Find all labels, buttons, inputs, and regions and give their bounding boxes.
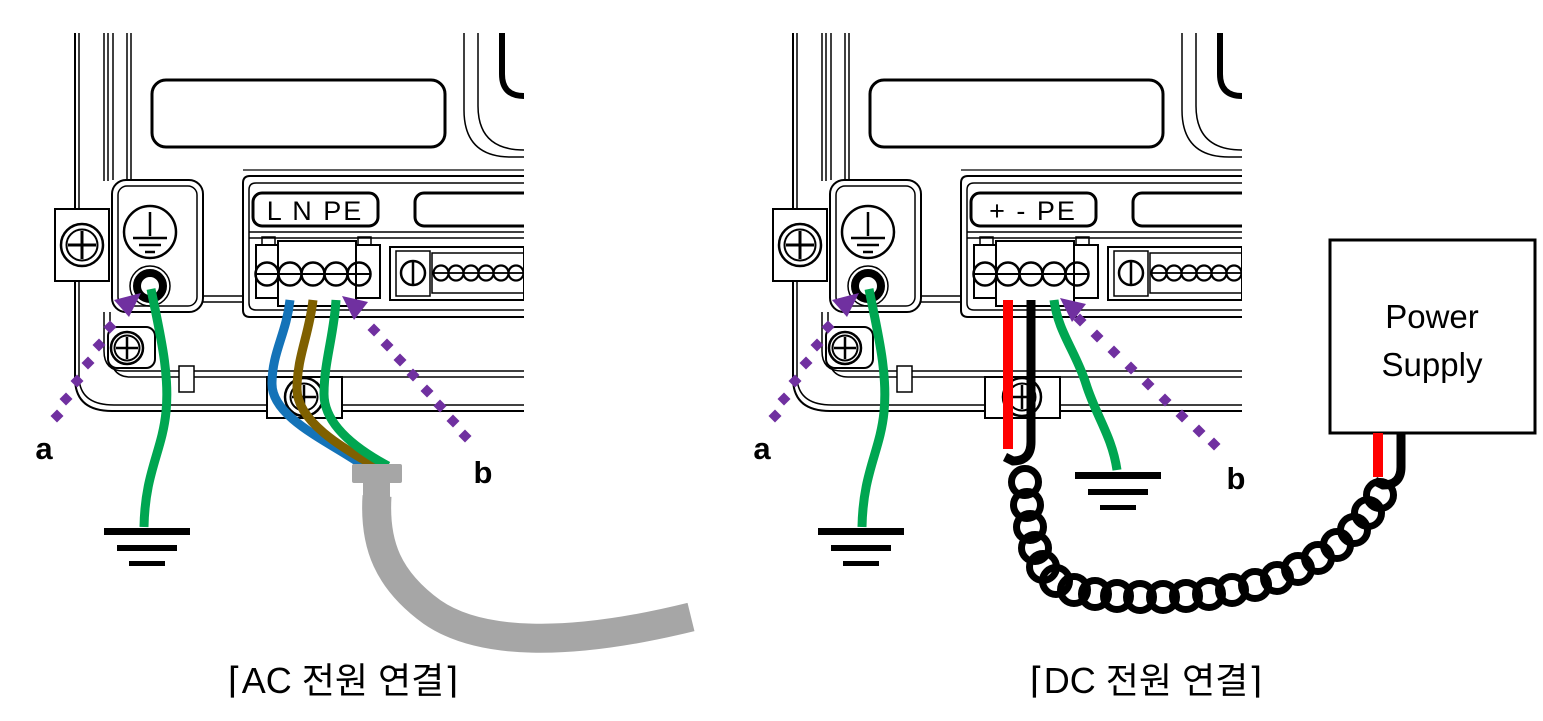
power-supply-box: Power Supply [1328,238,1537,435]
callout-a-label-dc: a [753,431,771,466]
dc-diagram: + - PE Power Supply [753,33,1537,701]
ac-ground-wire [139,288,172,528]
earth-ground-icon [104,528,190,566]
ac-caption: ⌈AC 전원 연결⌉ [228,660,459,701]
power-supply-label-line2: Supply [1382,346,1483,383]
callout-b-label-dc: b [1227,461,1246,496]
dc-terminal-label: + - PE [989,196,1077,226]
earth-ground-icon [1075,472,1161,510]
power-supply-negative-wire [1372,433,1406,490]
callout-b-arrow-dc [1060,298,1221,451]
ac-line-wire [267,299,367,470]
ac-power-cable [352,464,695,653]
power-supply-label-line1: Power [1385,298,1479,335]
dc-negative-wire [1002,300,1036,466]
dc-pe-wire [1049,299,1122,471]
ac-diagram: L N PE a b ⌈AC 전원 연결⌉ [35,33,695,701]
dc-ground-wire [857,288,890,528]
callout-b-arrow-ac [342,296,472,443]
ac-pe-wire [319,299,391,470]
earth-ground-icon [818,528,904,566]
callout-a-label-ac: a [35,431,53,466]
ac-neutral-wire [292,299,378,470]
callout-a-arrow-ac [50,293,141,423]
dc-caption: ⌈DC 전원 연결⌉ [1030,660,1263,701]
ac-terminal-label: L N PE [267,196,364,226]
twisted-pair-cable [1008,465,1397,614]
callout-b-label-ac: b [474,455,493,490]
callout-a-arrow-dc [768,293,859,423]
